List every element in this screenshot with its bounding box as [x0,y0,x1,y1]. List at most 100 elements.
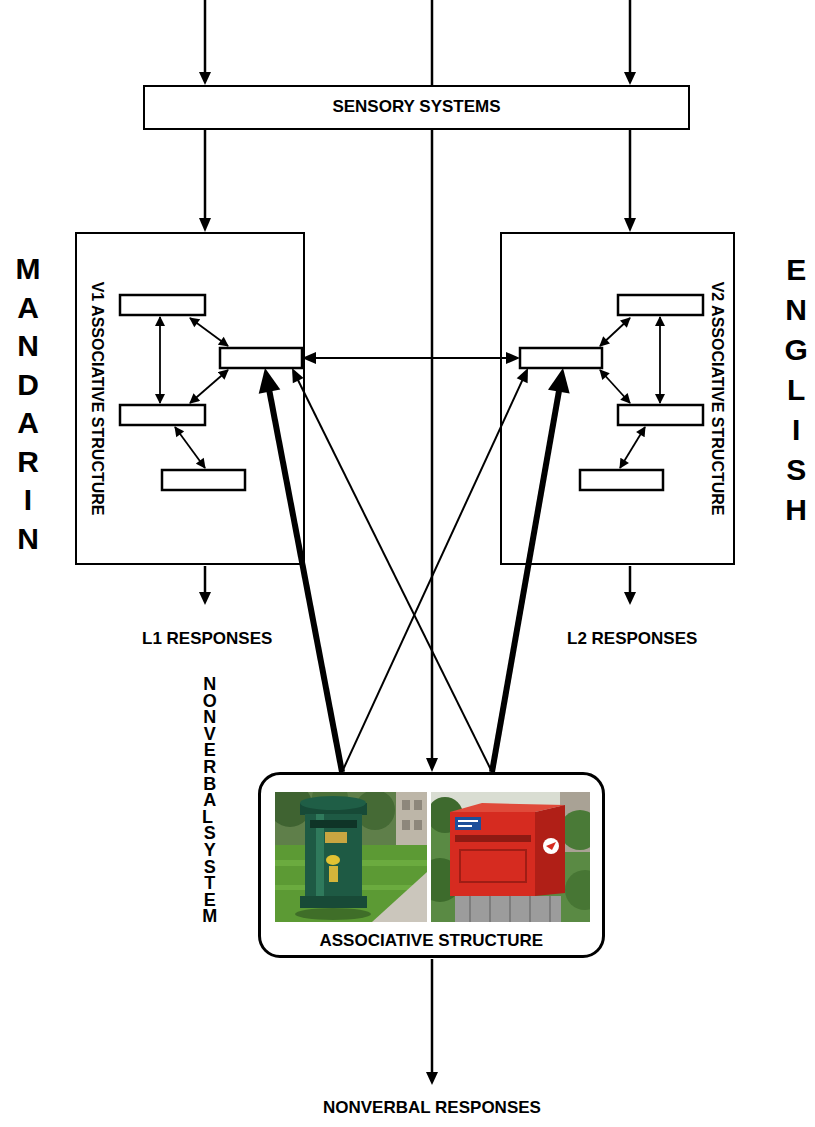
chinese-mailbox-photo-part [305,814,362,907]
connector-arrow [624,130,636,232]
chinese-mailbox-photo-part [310,820,357,828]
associative-units-part [120,295,205,315]
associative-units-part [520,348,602,368]
response-arrows-part [431,959,434,1073]
chinese-mailbox-photo-part [414,820,422,830]
response-label: L1 RESPONSES [142,629,272,649]
connector-line [492,387,560,772]
canadian-mailbox-photo-part [529,896,531,922]
arrow-heads-part [426,1072,438,1085]
connector-arrow [199,130,211,232]
arrow-heads [199,72,636,85]
arrow-heads [199,592,636,1085]
chinese-mailbox-photo-part [295,908,371,920]
canadian-mailbox-photo [431,792,590,922]
connector-line [431,130,434,761]
input-arrows-part [431,0,434,86]
chinese-mailbox-photo-part [402,820,410,830]
associative-units-part [162,470,245,490]
canadian-mailbox-photo-part [455,835,531,842]
arrow-head [517,368,528,383]
chinese-mailbox-photo-part [300,796,366,810]
connector-arrow [426,130,438,772]
association-links-part [190,370,228,403]
structure-title: V2 ASSOCIATIVE STRUCTURE [707,281,726,515]
arrow-head [199,218,211,232]
response-arrows-part [204,566,207,593]
associative-units-part [580,470,663,490]
canadian-mailbox-photo-part [458,820,478,822]
canadian-mailbox-photo-part [565,870,590,910]
arrow-head [292,368,304,383]
nonverbal-box: ASSOCIATIVE STRUCTURE [258,772,605,958]
association-links-part [600,318,630,346]
response-label: L2 RESPONSES [567,629,697,649]
sensory-band: SENSORY SYSTEMS [143,85,690,130]
chinese-mailbox-photo-part [329,866,338,882]
canadian-mailbox-photo-part [455,817,481,830]
input-arrows [205,0,630,86]
canadian-mailbox-photo-part [458,825,472,827]
association-links-part [620,427,645,468]
chinese-mailbox-photo-part [326,855,340,865]
input-arrows-part [629,0,632,73]
associative-box: V2 ASSOCIATIVE STRUCTURE [500,232,735,565]
associative-units-part [220,348,302,368]
chinese-mailbox-photo-part [402,800,410,810]
associative-units-part [120,405,205,425]
canadian-mailbox-photo-part [535,805,565,896]
canadian-mailbox-photo-part [546,842,556,850]
system-name: NONVERBAL SYSTEM [202,676,218,925]
arrow-heads-part [199,592,211,605]
structure-title: V1 ASSOCIATIVE STRUCTURE [87,281,106,515]
canadian-mailbox-photo-part [460,850,526,882]
associative-units-part [618,295,703,315]
associative-units [120,295,703,490]
strong-connector [492,368,570,772]
chinese-mailbox-photo [275,792,427,922]
arrow-heads-part [199,72,211,85]
arrow-head [624,218,636,232]
association-links-part [159,317,161,403]
strong-connector [259,368,342,772]
canadian-mailbox-photo-part [549,896,551,922]
connector-line [342,378,523,772]
arrow-head [259,368,281,394]
association-links-part [190,318,228,346]
canadian-mailbox-photo-part [489,896,491,922]
chinese-mailbox-photo-part [396,792,427,854]
input-arrows-part [204,0,207,73]
association-links-part [600,370,630,403]
chinese-mailbox-photo-part [325,832,347,843]
canadian-mailbox-photo-part [455,896,561,922]
arrow-head [506,352,520,364]
canadian-mailbox-photo-part [450,812,535,896]
connector-line [204,130,207,221]
chinese-mailbox-photo-part [414,800,422,810]
associative-units-part [618,405,703,425]
association-links-part [659,317,661,403]
language-name: ENGLISH [785,250,808,530]
canadian-mailbox-photo-part [543,838,559,854]
associative-box: V1 ASSOCIATIVE STRUCTURE [75,232,305,565]
chinese-mailbox-photo-part [372,872,427,922]
arrow-head [548,368,570,394]
connector-line [629,130,632,221]
connector-line [313,357,509,359]
canadian-mailbox-photo-part [431,792,590,922]
box-label: SENSORY SYSTEMS [332,97,500,117]
association-links-part [175,427,205,468]
connector-arrow [292,368,492,772]
canadian-mailbox-photo-part [509,896,511,922]
arrow-head [426,758,438,772]
arrow-heads-part [624,72,636,85]
box-label: ASSOCIATIVE STRUCTURE [320,931,544,951]
response-arrows-part [629,566,632,593]
response-label: NONVERBAL RESPONSES [323,1098,541,1118]
connector-line [297,378,492,772]
canadian-mailbox-photo-part [469,896,471,922]
chinese-mailbox-photo-part [300,896,367,908]
association-links [160,317,660,468]
language-name: MANDARIN [16,250,41,558]
